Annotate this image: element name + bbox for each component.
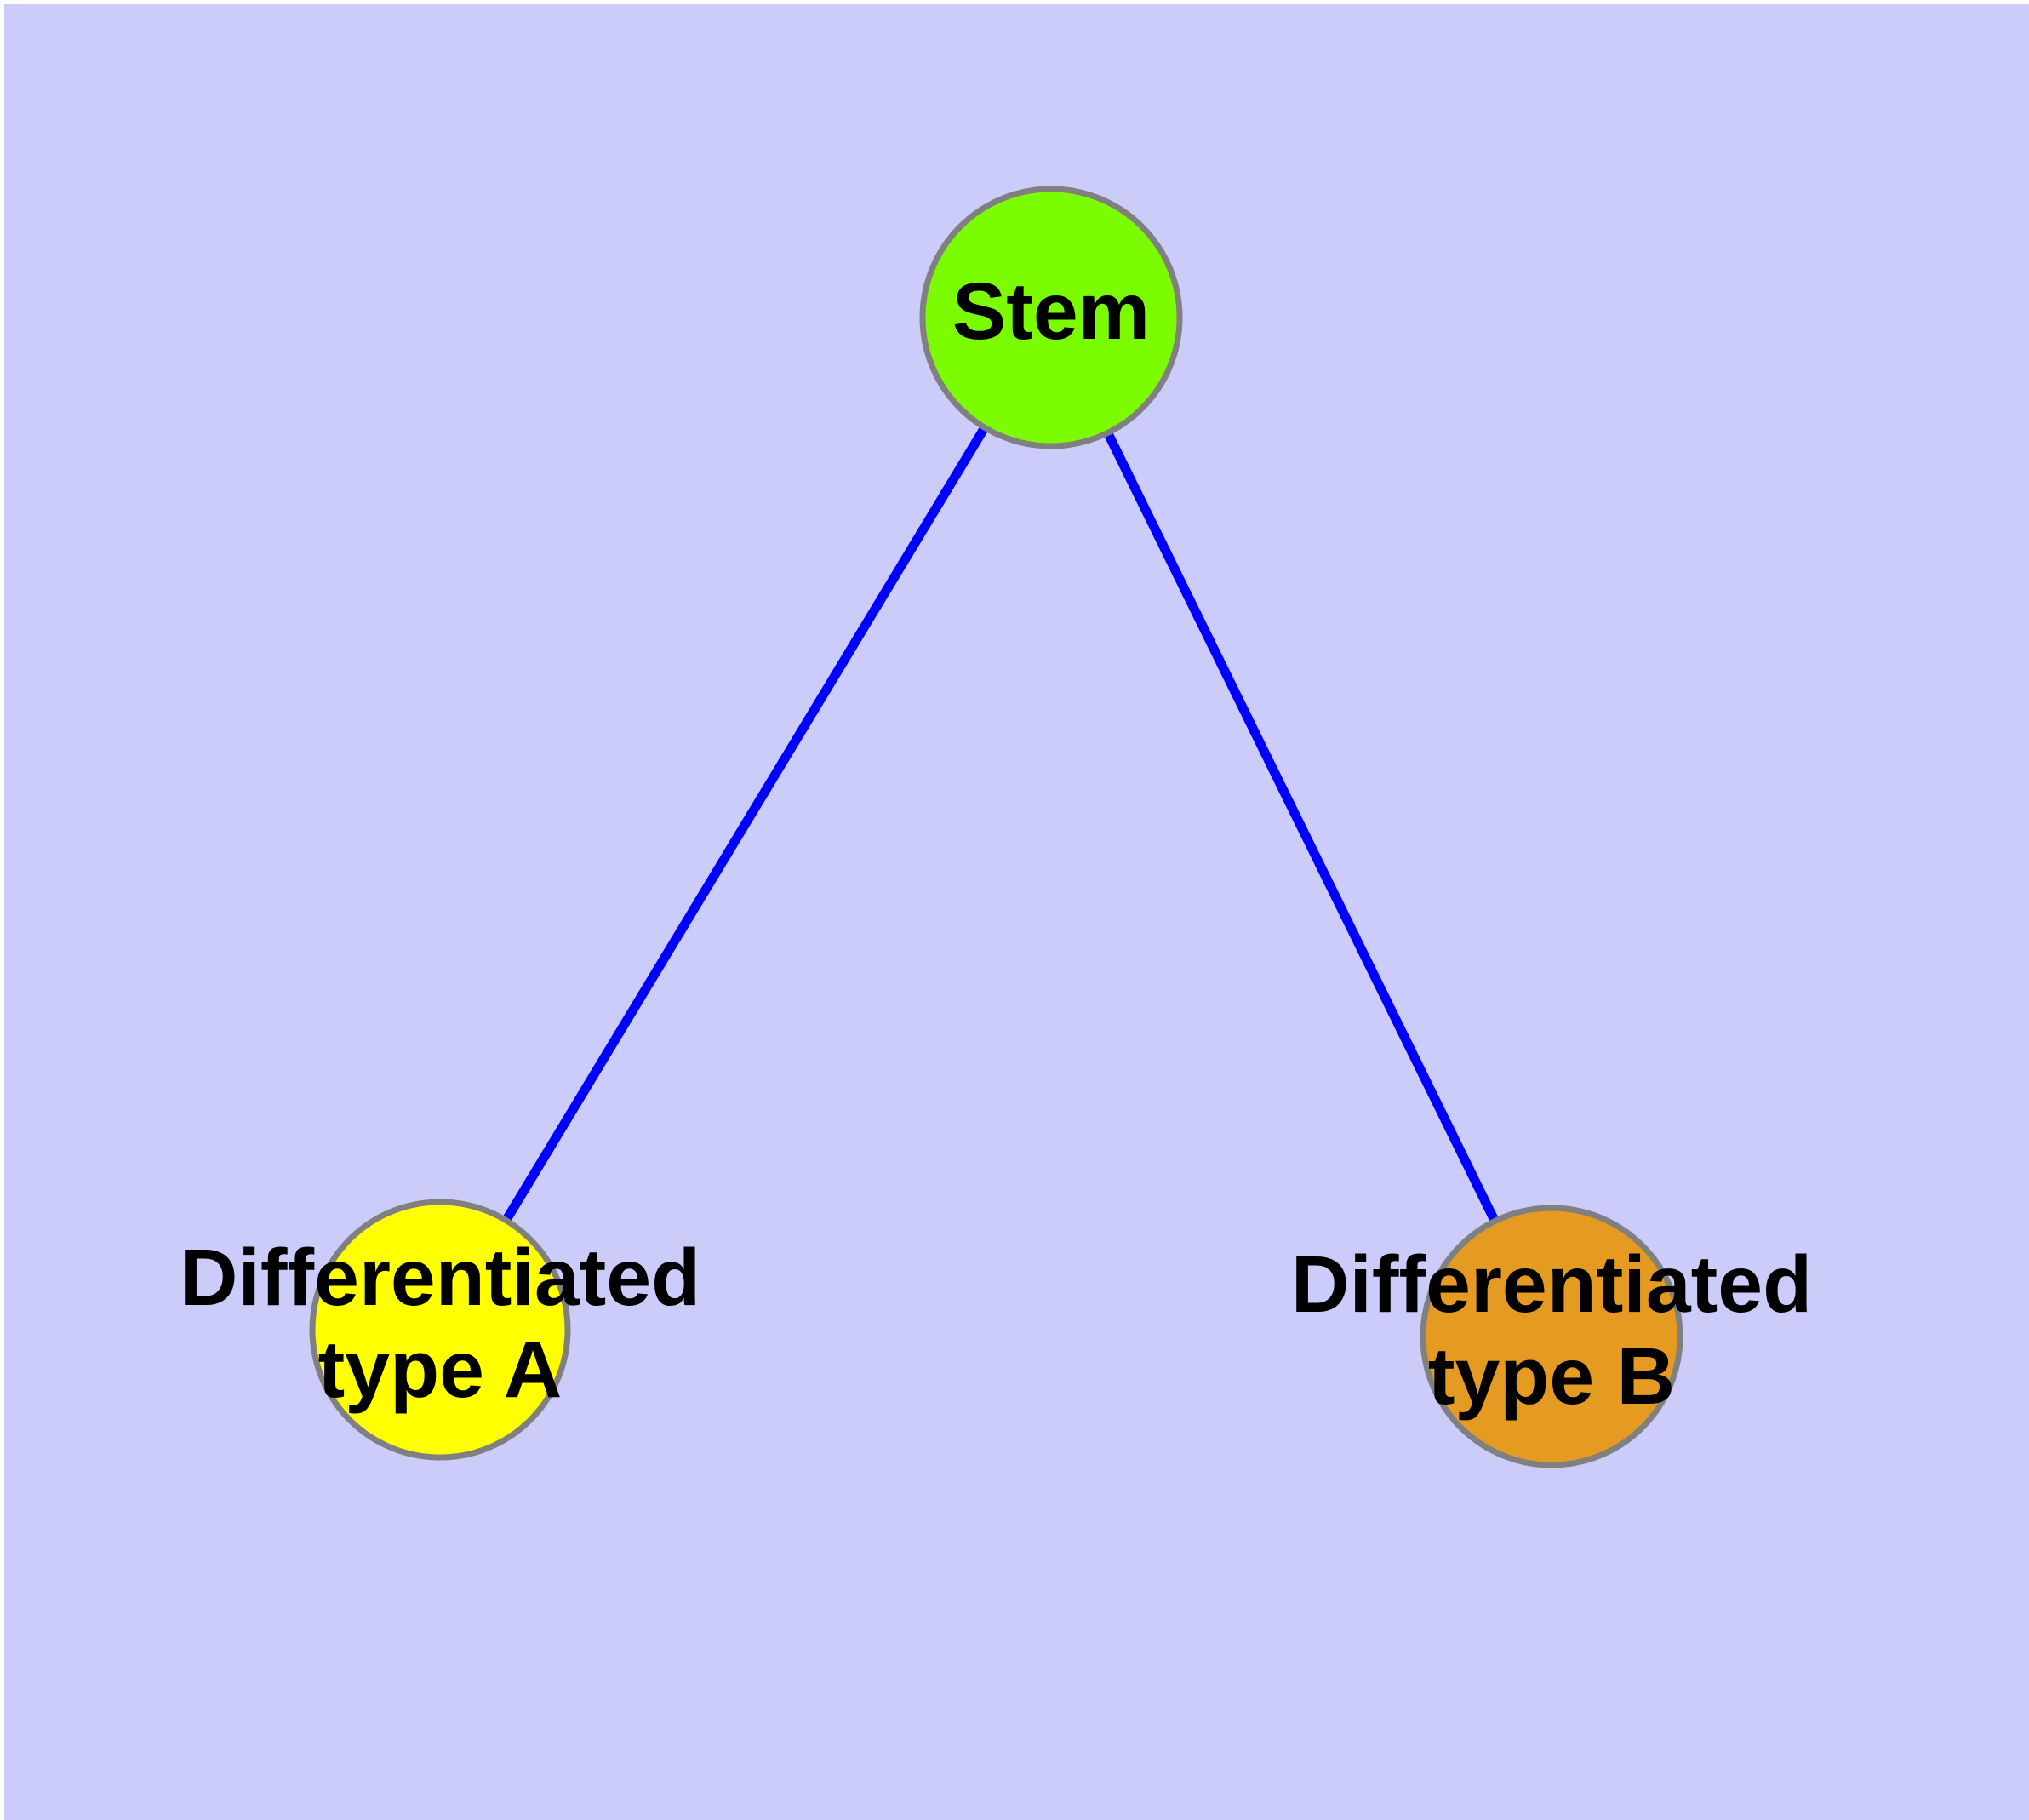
node-label-line: type B bbox=[1428, 1331, 1675, 1422]
node-label-line: type A bbox=[318, 1325, 563, 1415]
node-label-stem: Stem bbox=[952, 266, 1150, 357]
node-stem[interactable] bbox=[919, 186, 1183, 449]
edge-stem-diff-b[interactable] bbox=[1104, 432, 1499, 1222]
node-diff_b[interactable] bbox=[1420, 1205, 1683, 1468]
edge-stem-diff-a[interactable] bbox=[502, 426, 988, 1222]
node-label-line: Stem bbox=[952, 266, 1150, 357]
node-diff_a[interactable] bbox=[309, 1199, 571, 1461]
edge-layer bbox=[502, 426, 1499, 1222]
node-label-line: Differentiated bbox=[180, 1233, 700, 1323]
node-layer bbox=[309, 186, 1683, 1468]
node-label-line: Differentiated bbox=[1291, 1239, 1812, 1330]
